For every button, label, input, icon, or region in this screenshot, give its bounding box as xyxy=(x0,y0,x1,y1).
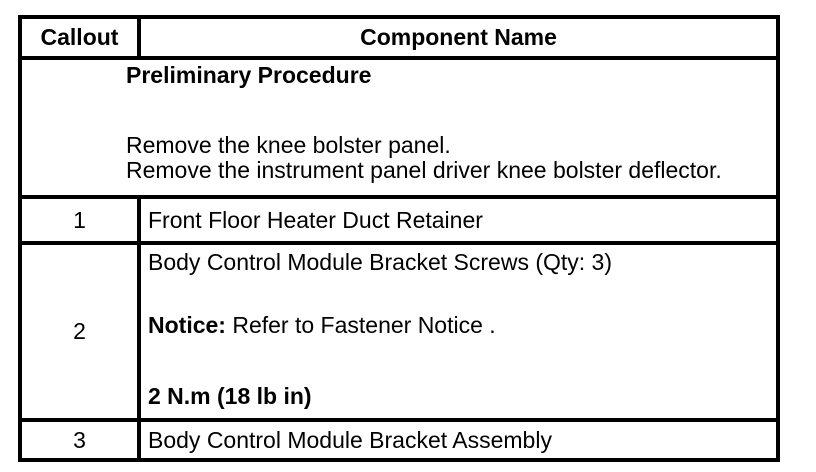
component-cell-1: Front Floor Heater Duct Retainer xyxy=(137,195,780,245)
notice-line: Notice: Refer to Fastener Notice . xyxy=(148,312,774,338)
component-cell-2: Body Control Module Bracket Screws (Qty:… xyxy=(137,241,780,422)
preliminary-step-1: Remove the knee bolster panel. xyxy=(126,132,451,158)
component-line: Body Control Module Bracket Screws (Qty:… xyxy=(148,249,612,275)
callout-cell-2: 2 xyxy=(18,241,141,422)
preliminary-row: Preliminary Procedure Remove the knee bo… xyxy=(18,56,780,199)
header-row: Callout Component Name xyxy=(18,15,780,60)
preliminary-procedure-cell: Preliminary Procedure Remove the knee bo… xyxy=(18,56,780,199)
component-callout-table: Callout Component Name Preliminary Proce… xyxy=(18,15,780,462)
preliminary-steps: Remove the knee bolster panel. Remove th… xyxy=(126,133,772,183)
component-cell-3: Body Control Module Bracket Assembly xyxy=(137,418,780,462)
table-row-1: 1 Front Floor Heater Duct Retainer xyxy=(18,195,780,245)
notice-text: Refer to Fastener Notice . xyxy=(225,312,496,338)
notice-label: Notice: xyxy=(148,312,226,338)
preliminary-title: Preliminary Procedure xyxy=(126,62,372,88)
preliminary-step-2: Remove the instrument panel driver knee … xyxy=(126,157,722,183)
callout-header-cell: Callout xyxy=(18,15,141,60)
table-row-3: 3 Body Control Module Bracket Assembly xyxy=(18,418,780,462)
callout-cell-3: 3 xyxy=(18,418,141,462)
torque-spec: 2 N.m (18 lb in) xyxy=(148,383,312,409)
component-name-header-cell: Component Name xyxy=(137,15,780,60)
table-row-2: 2 Body Control Module Bracket Screws (Qt… xyxy=(18,241,780,422)
callout-cell-1: 1 xyxy=(18,195,141,245)
